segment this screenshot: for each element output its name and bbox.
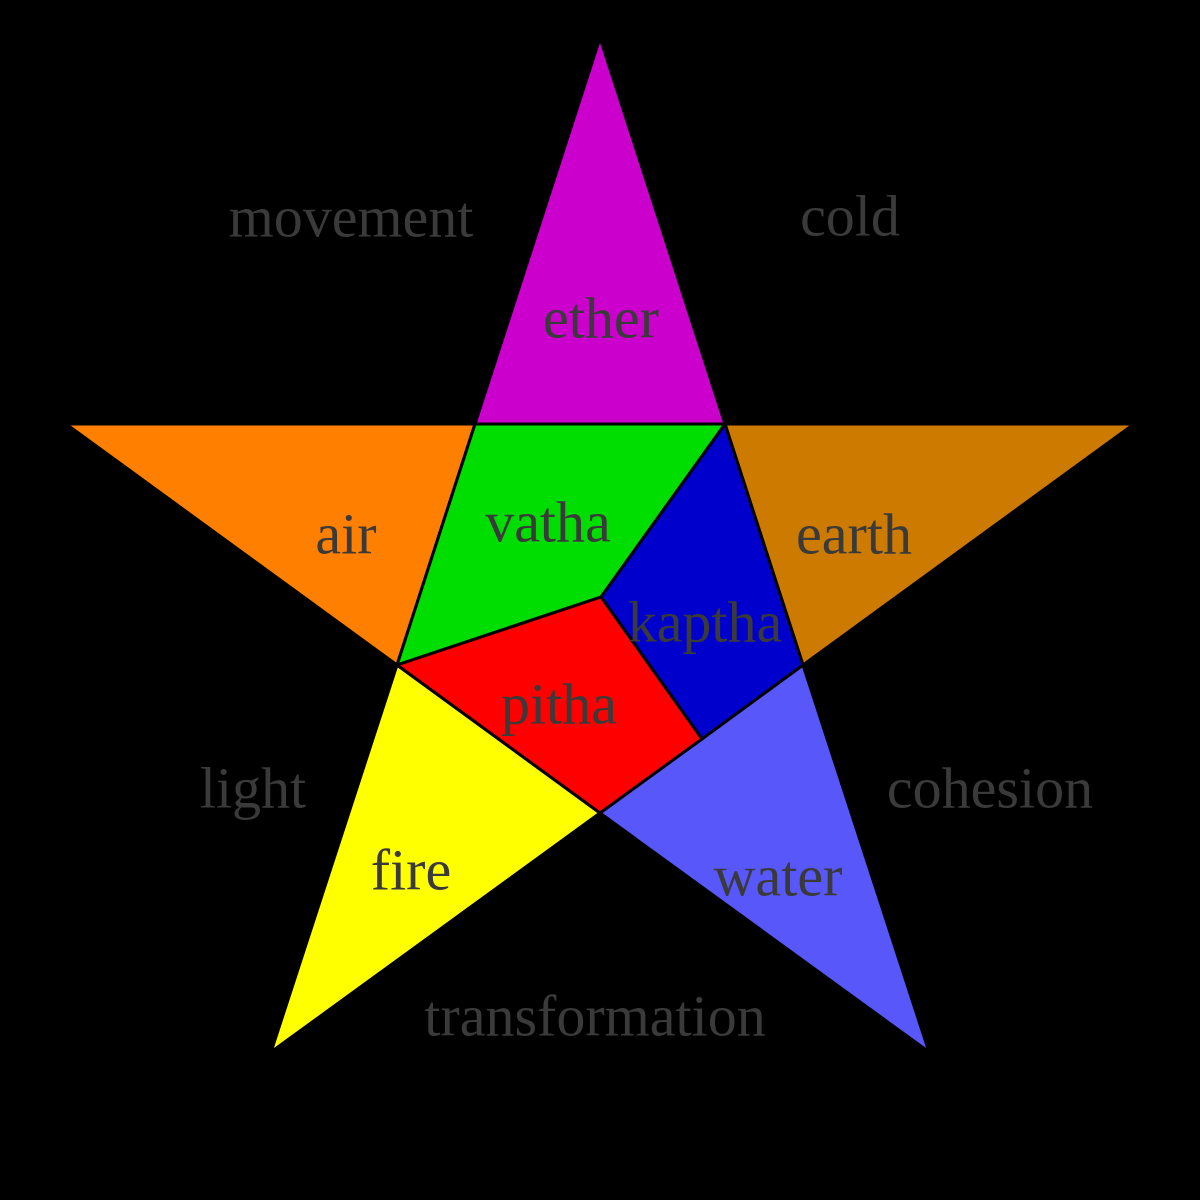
vatha-label: vatha <box>485 490 611 555</box>
water-label: water <box>714 844 843 909</box>
kaptha-label: kaptha <box>628 590 783 655</box>
pitha-label: pitha <box>501 672 617 737</box>
movement-label: movement <box>229 185 474 250</box>
fire-label: fire <box>371 838 452 903</box>
light-label: light <box>200 756 306 821</box>
air-label: air <box>315 502 376 567</box>
cold-label: cold <box>800 184 900 249</box>
transformation-label: transformation <box>424 984 765 1049</box>
ether-label: ether <box>543 286 659 351</box>
earth-label: earth <box>796 502 912 567</box>
pitha-region <box>393 595 705 815</box>
cohesion-label: cohesion <box>887 756 1093 821</box>
